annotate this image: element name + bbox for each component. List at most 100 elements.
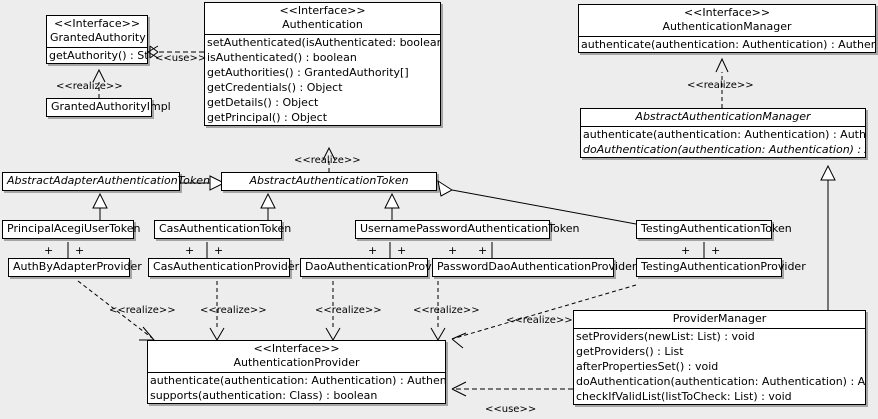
assoc-marker-upat-1: + xyxy=(368,244,378,257)
operation: getCredentials() : Object xyxy=(207,81,343,94)
class-header: DaoAuthenticationProvider xyxy=(301,259,453,276)
edge-generalize-casauthenticationtoken xyxy=(260,192,276,220)
compartment-divider xyxy=(579,36,875,37)
edge-generalize-usernamepasswordtoken xyxy=(384,192,400,220)
class-provider-manager[interactable]: ProviderManager setProviders(newList: Li… xyxy=(573,310,866,405)
assoc-marker-upat-4: + xyxy=(478,244,488,257)
class-name: AuthenticationManager xyxy=(662,20,792,33)
class-header: AbstractAuthenticationToken xyxy=(222,173,436,190)
operation: afterPropertiesSet() : void xyxy=(576,360,719,373)
edge-label-realize-authbyadapterprovider: <<realize>> xyxy=(109,305,176,316)
class-name: AbstractAuthenticationManager xyxy=(635,110,811,123)
class-username-password-authentication-token[interactable]: UsernamePasswordAuthenticationToken xyxy=(355,220,580,239)
operation: setProviders(newList: List) : void xyxy=(576,330,755,343)
assoc-marker-principal-left: + xyxy=(44,244,54,257)
class-header: TestingAuthenticationProvider xyxy=(637,259,806,276)
class-header: AbstractAuthenticationManager xyxy=(581,109,865,126)
assoc-marker-principal-right: + xyxy=(75,244,85,257)
class-principal-acegi-user-token[interactable]: PrincipalAcegiUserToken xyxy=(2,220,141,239)
class-header: CasAuthenticationProvider xyxy=(149,259,300,276)
stereotype-interface: <<Interface>> xyxy=(683,6,771,19)
operation: authenticate(authentication: Authenticat… xyxy=(583,128,865,141)
assoc-marker-cas-right: + xyxy=(214,244,224,257)
stereotype-interface: <<Interface>> xyxy=(253,342,340,355)
operations-compartment: authenticate(authentication: Authenticat… xyxy=(148,373,445,403)
class-header: <<Interface>> AuthenticationManager xyxy=(579,5,875,36)
class-authentication-manager[interactable]: <<Interface>> AuthenticationManager auth… xyxy=(578,4,876,53)
class-cas-authentication-token[interactable]: CasAuthenticationToken xyxy=(154,220,292,239)
operation: checkIfValidList(listToCheck: List) : vo… xyxy=(576,390,792,403)
edge-label-realize-abstractauthenticationtoken: <<realize>> xyxy=(294,155,361,166)
class-name: TestingAuthenticationProvider xyxy=(641,260,806,273)
operation: authenticate(authentication: Authenticat… xyxy=(150,374,445,387)
class-testing-authentication-token[interactable]: TestingAuthenticationToken xyxy=(636,220,792,239)
class-authentication-provider[interactable]: <<Interface>> AuthenticationProvider aut… xyxy=(147,340,446,404)
edge-label-realize-testingprovider: <<realize>> xyxy=(506,315,573,326)
class-name: UsernamePasswordAuthenticationToken xyxy=(360,222,580,235)
assoc-marker-testing-left: + xyxy=(681,244,691,257)
operation: isAuthenticated() : boolean xyxy=(207,51,357,64)
operations-compartment: getAuthority() : String xyxy=(47,48,147,63)
edge-label-realize-casprovider: <<realize>> xyxy=(200,305,267,316)
class-header: PrincipalAcegiUserToken xyxy=(3,221,141,238)
class-granted-authority-impl[interactable]: GrantedAuthorityImpl xyxy=(46,98,171,117)
class-name: AbstractAuthenticationToken xyxy=(249,174,409,187)
operations-compartment: authenticate(authentication: Authenticat… xyxy=(579,37,875,52)
class-authentication[interactable]: <<Interface>> Authentication setAuthenti… xyxy=(204,2,441,126)
class-header: AuthByAdapterProvider xyxy=(9,259,142,276)
edge-label-use-providermanager: <<use>> xyxy=(485,404,537,415)
class-name: PrincipalAcegiUserToken xyxy=(7,222,141,235)
assoc-marker-cas-left: + xyxy=(185,244,195,257)
class-header: <<Interface>> Authentication xyxy=(205,3,440,34)
edge-label-realize-grantedauthorityimpl: <<realize>> xyxy=(56,81,123,92)
class-header: <<Interface>> AuthenticationProvider xyxy=(148,341,445,372)
compartment-divider xyxy=(574,328,865,329)
class-granted-authority[interactable]: <<Interface>> GrantedAuthority getAuthor… xyxy=(46,15,148,64)
operation: supports(authentication: Class) : boolea… xyxy=(150,389,378,402)
class-header: ProviderManager xyxy=(574,311,865,328)
class-abstract-adapter-authentication-token[interactable]: AbstractAdapterAuthenticationToken xyxy=(2,172,210,191)
operation: setAuthenticated(isAuthenticated: boolea… xyxy=(207,36,440,49)
class-header: CasAuthenticationToken xyxy=(155,221,292,238)
assoc-marker-testing-right: + xyxy=(711,244,721,257)
class-header: TestingAuthenticationToken xyxy=(637,221,792,238)
class-abstract-authentication-token[interactable]: AbstractAuthenticationToken xyxy=(221,172,437,191)
class-name: AuthByAdapterProvider xyxy=(13,260,142,273)
class-name: GrantedAuthority xyxy=(50,31,146,44)
class-header: UsernamePasswordAuthenticationToken xyxy=(356,221,580,238)
edge-generalize-testingauthenticationtoken xyxy=(437,179,637,225)
compartment-divider xyxy=(205,34,440,35)
class-abstract-authentication-manager[interactable]: AbstractAuthenticationManager authentica… xyxy=(580,108,866,158)
operations-compartment: authenticate(authentication: Authenticat… xyxy=(581,127,865,157)
compartment-divider xyxy=(47,47,147,48)
edge-label-realize-daoprovider: <<realize>> xyxy=(315,305,382,316)
compartment-divider xyxy=(581,126,865,127)
operations-compartment: setAuthenticated(isAuthenticated: boolea… xyxy=(205,35,440,125)
class-testing-authentication-provider[interactable]: TestingAuthenticationProvider xyxy=(636,258,806,277)
class-name: CasAuthenticationToken xyxy=(159,222,292,235)
operations-compartment: setProviders(newList: List) : void getPr… xyxy=(574,329,865,404)
class-name: ProviderManager xyxy=(672,312,767,325)
edge-use-providermanager xyxy=(451,381,573,397)
class-header: AbstractAdapterAuthenticationToken xyxy=(3,173,210,190)
operation: getAuthorities() : GrantedAuthority[] xyxy=(207,66,409,79)
class-name: DaoAuthenticationProvider xyxy=(305,260,453,273)
operation: getPrincipal() : Object xyxy=(207,111,328,124)
edge-label-realize-abstractauthenticationmanager: <<realize>> xyxy=(687,80,754,91)
class-cas-authentication-provider[interactable]: CasAuthenticationProvider xyxy=(148,258,300,277)
operation: getProviders() : List xyxy=(576,345,684,358)
class-password-dao-authentication-provider[interactable]: PasswordDaoAuthenticationProvider xyxy=(432,258,637,277)
class-name: PasswordDaoAuthenticationProvider xyxy=(437,260,637,273)
class-dao-authentication-provider[interactable]: DaoAuthenticationProvider xyxy=(300,258,453,277)
assoc-marker-upat-2: + xyxy=(397,244,407,257)
class-header: <<Interface>> GrantedAuthority xyxy=(47,16,147,47)
class-name: AbstractAdapterAuthenticationToken xyxy=(7,174,210,187)
edge-generalize-providermanager xyxy=(820,164,836,310)
class-name: CasAuthenticationProvider xyxy=(153,260,300,273)
assoc-marker-upat-3: + xyxy=(448,244,458,257)
class-auth-by-adapter-provider[interactable]: AuthByAdapterProvider xyxy=(8,258,142,277)
operation: authenticate(authentication: Authenticat… xyxy=(581,38,875,51)
edge-label-realize-passworddaoprovider: <<realize>> xyxy=(413,305,480,316)
stereotype-interface: <<Interface>> xyxy=(53,17,141,30)
